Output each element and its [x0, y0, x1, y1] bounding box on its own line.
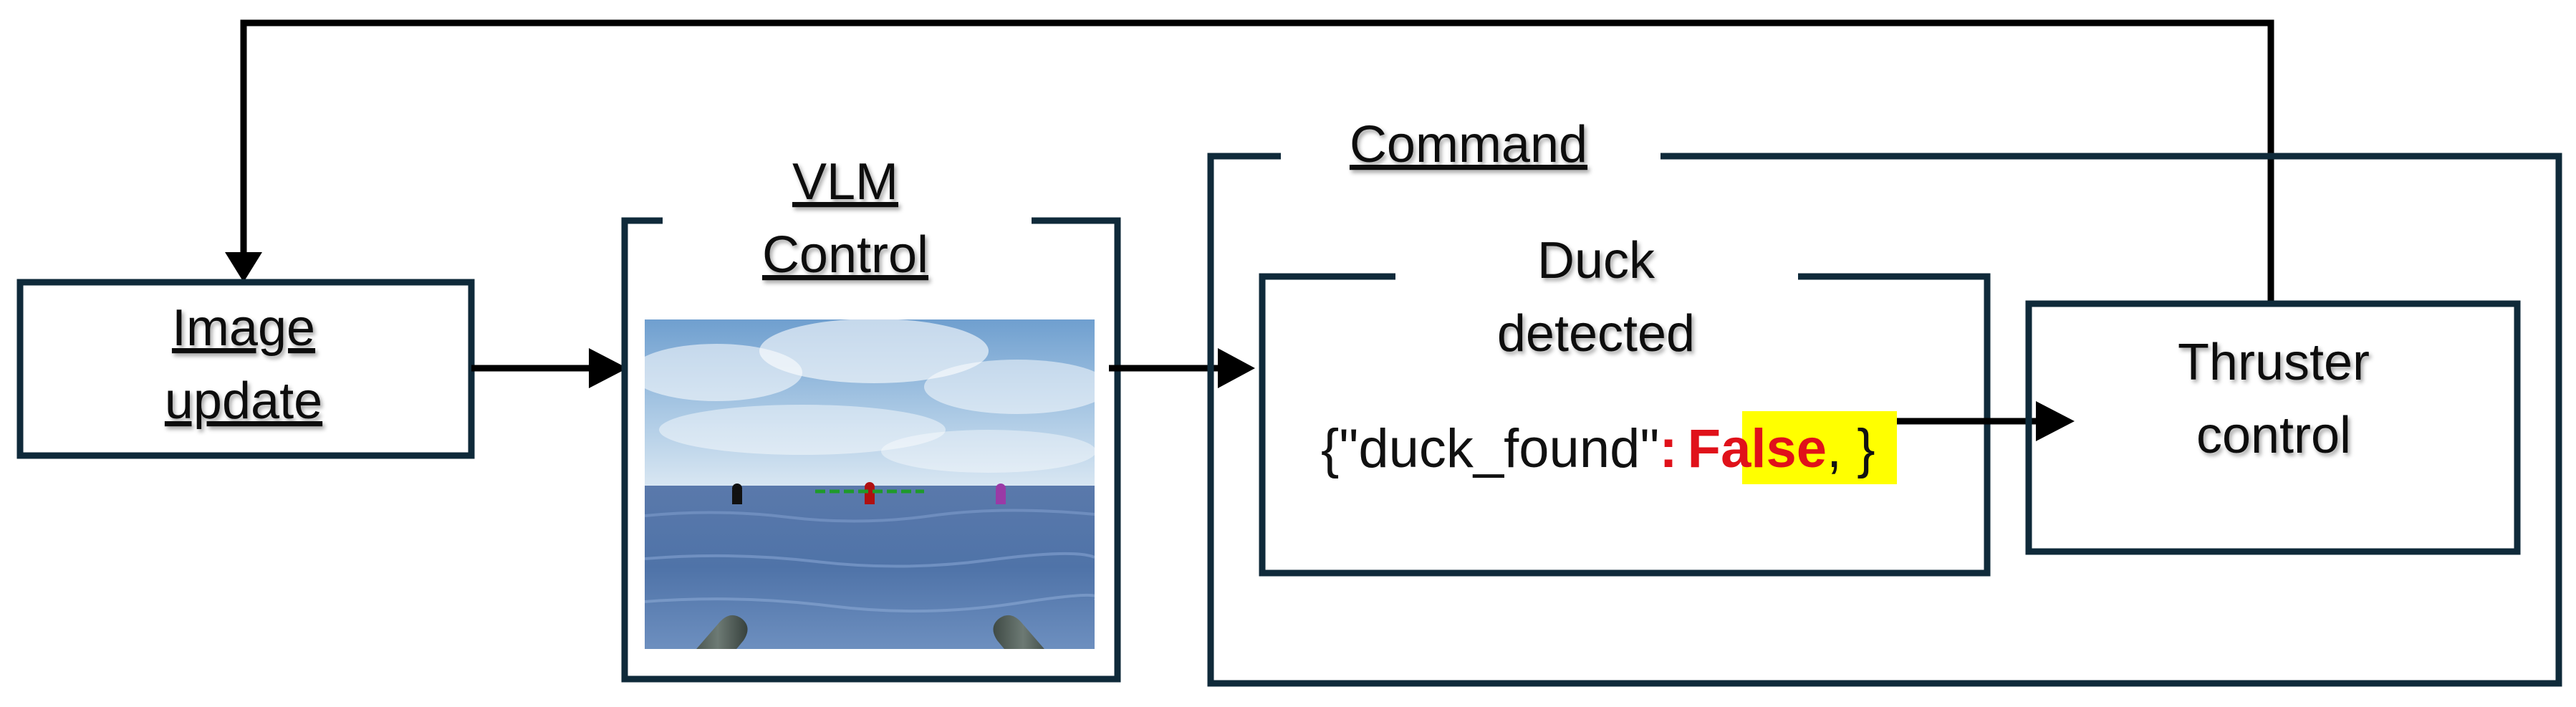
command-node: Command	[1207, 116, 2562, 687]
image-update-label-line2: update	[165, 372, 322, 430]
thruster-pipe-right-icon	[993, 615, 1044, 649]
thruster-control-label-line1: Thruster	[2178, 334, 2370, 391]
vlm-control-frame	[621, 217, 1121, 683]
feedback-loop-arrow	[225, 19, 2274, 304]
duck-detected-node: Duck detected {"duck_found":False, }	[1259, 232, 1991, 577]
vlm-control-label-line2: Control	[762, 226, 928, 284]
code-key: {"duck_found"	[1321, 418, 1659, 479]
purple-buoy-icon	[996, 484, 1006, 504]
duck-detected-label-line1: Duck	[1537, 232, 1655, 289]
duck-detected-label-line2: detected	[1497, 305, 1695, 362]
thruster-pipe-left-icon	[696, 615, 748, 649]
image-update-node: Image update	[16, 279, 475, 459]
thruster-control-box	[2025, 300, 2521, 555]
sea-scene-image	[645, 319, 1095, 649]
arrow-duck-to-thruster	[1897, 401, 2075, 441]
command-label: Command	[1350, 116, 1587, 173]
code-false-value: False	[1688, 418, 1827, 479]
vlm-control-label-line1: VLM	[792, 153, 898, 211]
black-buoy-icon	[732, 484, 742, 504]
thruster-control-label-line2: control	[2196, 407, 2351, 464]
duck-detected-frame	[1259, 273, 1991, 577]
code-colon: :	[1659, 418, 1677, 479]
false-highlight	[1742, 411, 1897, 484]
duck-found-code: {"duck_found":False, }	[1321, 418, 1875, 479]
command-frame	[1207, 153, 2562, 687]
thruster-control-node: Thruster control	[2025, 300, 2521, 555]
code-close: , }	[1827, 418, 1875, 479]
vlm-control-node: VLM Control	[621, 153, 1121, 683]
image-update-box	[16, 279, 475, 459]
arrow-vlm-to-duck	[1109, 348, 1255, 388]
arrow-image-to-vlm	[471, 348, 628, 388]
image-update-label-line1: Image	[172, 299, 315, 357]
